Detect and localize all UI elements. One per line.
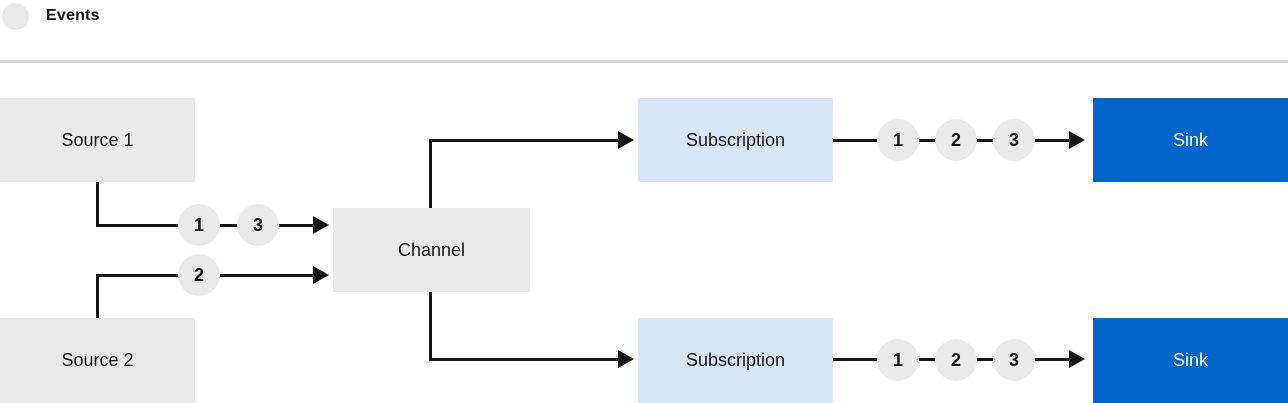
channel-subscription-top-arrowhead-icon — [618, 131, 634, 149]
node-channel: Channel — [333, 208, 530, 292]
node-subscription-top: Subscription — [638, 98, 833, 182]
events-legend-label: Events — [46, 7, 100, 24]
event-circle: 3 — [993, 339, 1035, 381]
event-number: 1 — [892, 349, 903, 370]
node-source2: Source 2 — [0, 318, 195, 403]
event-circle: 2 — [178, 254, 220, 296]
node-sink-top: Sink — [1093, 98, 1288, 182]
channel-bottom-stem-line — [429, 292, 432, 361]
event-number: 3 — [252, 214, 263, 235]
node-label: Subscription — [685, 350, 786, 370]
node-label: Source 2 — [61, 350, 134, 370]
events-legend-circle-icon — [2, 3, 29, 30]
channel-subscription-top-line — [429, 139, 619, 142]
event-circle: 1 — [877, 119, 919, 161]
event-number: 2 — [950, 129, 961, 150]
event-circle: 2 — [935, 119, 977, 161]
source2-stem-line — [96, 274, 99, 318]
node-label: Sink — [1172, 129, 1208, 150]
node-label: Channel — [397, 239, 466, 260]
event-circle: 2 — [935, 339, 977, 381]
event-circle: 3 — [237, 204, 279, 246]
event-number: 1 — [193, 214, 204, 235]
node-label: Subscription — [685, 129, 786, 150]
event-number: 3 — [1008, 349, 1019, 370]
legend-divider — [0, 60, 1288, 63]
node-label: Source 1 — [61, 129, 134, 150]
node-label: Sink — [1172, 350, 1208, 370]
event-number: 2 — [193, 264, 204, 285]
event-circle: 1 — [877, 339, 919, 381]
node-source1: Source 1 — [0, 98, 195, 182]
node-sink-bottom: Sink — [1093, 318, 1288, 403]
event-number: 3 — [1008, 129, 1019, 150]
source1-stem-line — [96, 182, 99, 227]
source1-channel-arrowhead-icon — [313, 216, 329, 234]
event-number: 1 — [892, 129, 903, 150]
channel-subscription-bottom-line — [429, 358, 619, 361]
source2-channel-arrowhead-icon — [313, 266, 329, 284]
node-subscription-bottom: Subscription — [638, 318, 833, 403]
channel-subscription-bottom-arrowhead-icon — [618, 350, 634, 368]
channel-top-stem-line — [429, 139, 432, 208]
event-number: 2 — [950, 349, 961, 370]
event-circle: 3 — [993, 119, 1035, 161]
event-circle: 1 — [178, 204, 220, 246]
subscription-top-sink-arrowhead-icon — [1069, 131, 1085, 149]
subscription-bottom-sink-arrowhead-icon — [1069, 350, 1085, 368]
